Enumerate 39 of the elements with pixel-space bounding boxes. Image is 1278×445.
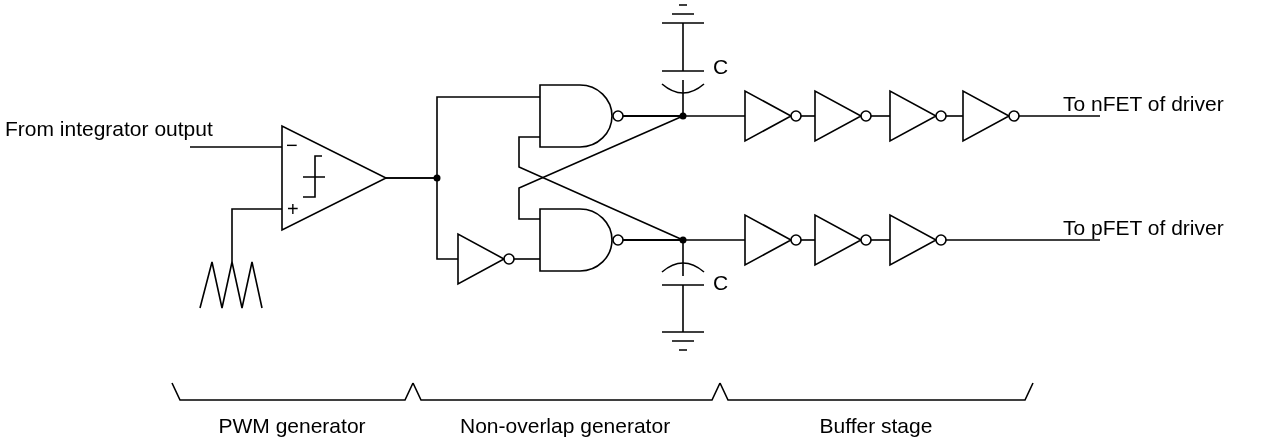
inverter-symbol	[889, 89, 947, 143]
ground-symbol	[661, 4, 705, 24]
inverter-symbol	[814, 213, 872, 267]
capacitor-symbol	[661, 262, 705, 286]
wire	[385, 177, 459, 260]
ground-symbol	[661, 331, 705, 351]
wire	[800, 115, 816, 117]
inverter-symbol	[457, 232, 515, 286]
wire	[800, 239, 816, 241]
inverter-symbol	[744, 213, 802, 267]
section-label: Buffer stage	[819, 414, 933, 438]
nand-gate-symbol	[539, 208, 624, 272]
wire	[870, 115, 891, 117]
component-label: C	[713, 55, 729, 79]
inverter-symbol	[962, 89, 1020, 143]
wire	[513, 258, 541, 260]
wire	[945, 115, 964, 117]
inverter-symbol	[814, 89, 872, 143]
capacitor-symbol	[661, 70, 705, 94]
wire	[870, 239, 891, 241]
terminal-label: From integrator output	[5, 117, 213, 147]
nand-gate-symbol	[539, 84, 624, 148]
pin-sign: −	[286, 133, 298, 157]
inverter-symbol	[744, 89, 802, 143]
section-label: Non-overlap generator	[460, 414, 671, 438]
wire	[682, 284, 684, 333]
wire	[189, 146, 283, 148]
comparator-symbol	[281, 124, 388, 232]
wire	[1018, 115, 1101, 117]
component-label: C	[713, 271, 729, 295]
wire	[231, 208, 283, 263]
terminal-label: To pFET of driver	[1063, 216, 1224, 240]
pin-sign: +	[287, 197, 299, 221]
terminal-label: To nFET of driver	[1063, 92, 1224, 116]
inverter-symbol	[889, 213, 947, 267]
section-label: PWM generator	[218, 414, 366, 438]
wire	[682, 22, 684, 72]
sawtooth-waveform-icon	[199, 261, 263, 309]
wire	[945, 239, 1101, 241]
